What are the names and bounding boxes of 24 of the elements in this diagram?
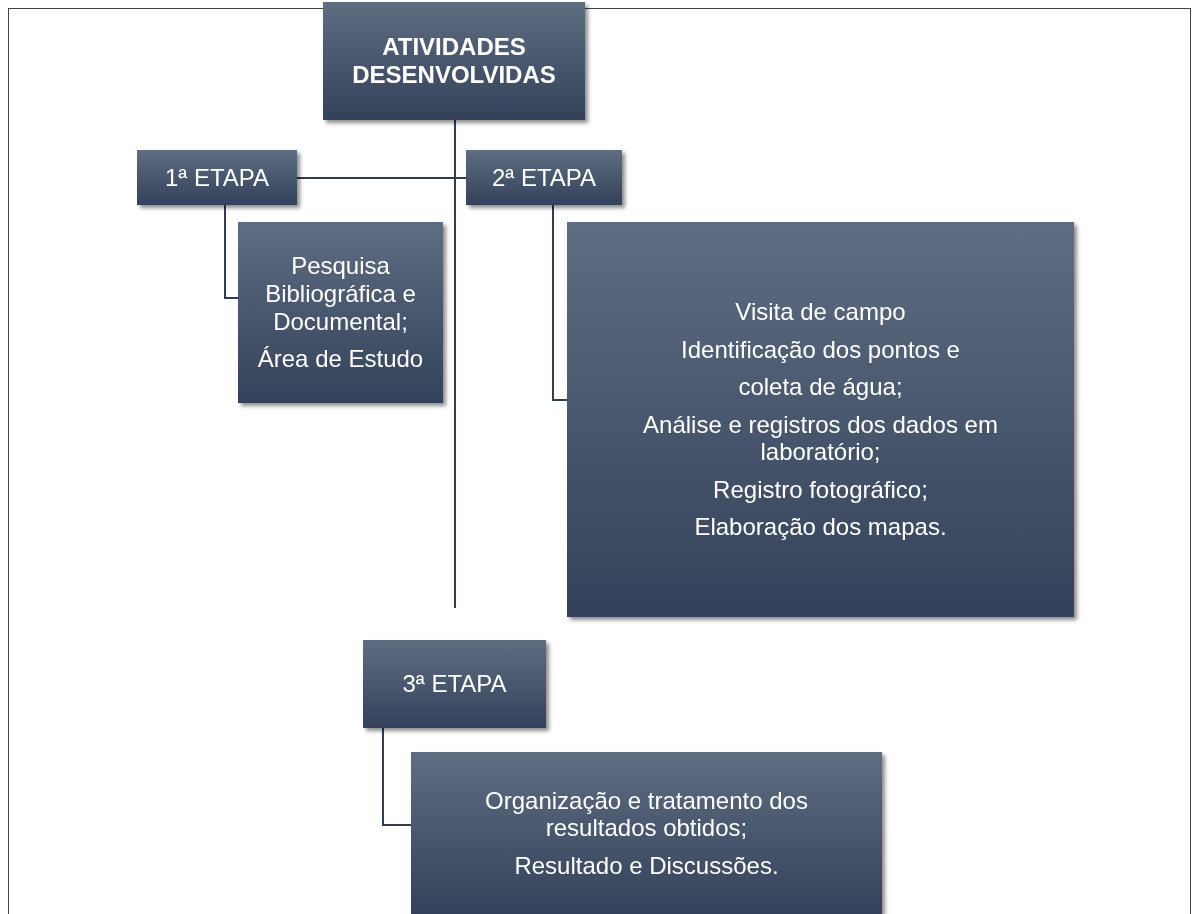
process-box xyxy=(567,222,1074,617)
connector-line xyxy=(382,727,412,826)
box-text: 2ª ETAPA xyxy=(492,163,596,192)
process-box xyxy=(411,752,882,914)
box-text: Registro fotográfico; xyxy=(713,475,928,504)
box-text: Organização e tratamento dos resultados obtidos; xyxy=(484,786,809,842)
box-text: 3ª ETAPA xyxy=(402,670,507,698)
box-text: coleta de água; xyxy=(738,373,903,401)
box-text: Elaboração dos mapas. xyxy=(694,513,947,542)
box-text: Visita de campo xyxy=(735,297,906,326)
box-text: Análise e registros dos dados em laboratório; xyxy=(642,410,999,466)
box-text: Resultado e Discussões. xyxy=(514,851,779,880)
process-box xyxy=(363,640,546,728)
process-box xyxy=(238,222,443,403)
box-text: Área de Estudo xyxy=(257,345,424,373)
box-text: 1ª ETAPA xyxy=(165,163,269,192)
box-text: Identificação dos pontos e xyxy=(681,335,960,364)
connector-line xyxy=(552,204,568,401)
process-box xyxy=(323,2,585,120)
process-box xyxy=(466,150,622,205)
connector-line xyxy=(224,204,239,299)
box-text: Pesquisa Bibliográfica e Documental; xyxy=(264,252,417,336)
process-box xyxy=(137,150,297,205)
box-text: ATIVIDADES DESENVOLVIDAS xyxy=(351,33,557,89)
